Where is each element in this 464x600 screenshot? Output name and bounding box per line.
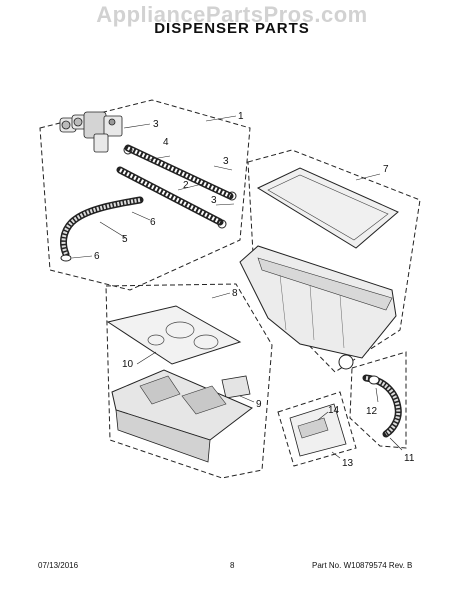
group-boundary-drawer <box>105 283 273 479</box>
water-valve-part <box>59 111 123 153</box>
callout-6b: 6 <box>94 251 100 262</box>
footer-part-number: Part No. W10879574 Rev. B <box>312 561 413 570</box>
clamp-6-part <box>60 254 72 262</box>
callout-8: 8 <box>232 288 238 299</box>
callout-1: 1 <box>238 111 244 122</box>
callout-4: 4 <box>163 137 169 148</box>
group-boundary-hose <box>349 351 407 449</box>
group-boundary-valve <box>39 99 251 291</box>
badge-14-part <box>297 417 329 439</box>
fill-hose-4-part <box>124 144 234 200</box>
callout-2: 2 <box>183 180 189 191</box>
callout-13: 13 <box>342 458 354 469</box>
clamp-parts <box>123 145 237 229</box>
tube-5-part <box>60 196 144 258</box>
callout-6a: 6 <box>150 217 156 228</box>
callout-3b: 3 <box>223 156 229 167</box>
housing-port-part <box>338 354 354 370</box>
callout-11: 11 <box>404 453 415 464</box>
callout-3a: 3 <box>153 119 159 130</box>
callout-7: 7 <box>383 164 389 175</box>
callout-14: 14 <box>328 405 340 416</box>
watermark: AppliancePartsPros.com <box>96 2 368 27</box>
footer-page-number: 8 <box>230 561 235 570</box>
housing-cover-part <box>256 167 399 249</box>
fill-hose-2-part <box>116 166 224 226</box>
callout-10: 10 <box>122 359 134 370</box>
callout-5: 5 <box>122 234 128 245</box>
footer-date: 07/13/2016 <box>38 561 79 570</box>
callout-3c: 3 <box>211 195 217 206</box>
group-boundary-panel <box>277 391 357 467</box>
leader-lines-group-1 <box>71 115 237 259</box>
page-title: DISPENSER PARTS <box>154 20 310 37</box>
callout-12: 12 <box>366 406 378 417</box>
drawer-cover-part <box>106 305 242 365</box>
clamp-12-part <box>368 375 380 385</box>
callout-9: 9 <box>256 399 262 410</box>
siphon-part-9 <box>221 375 251 399</box>
